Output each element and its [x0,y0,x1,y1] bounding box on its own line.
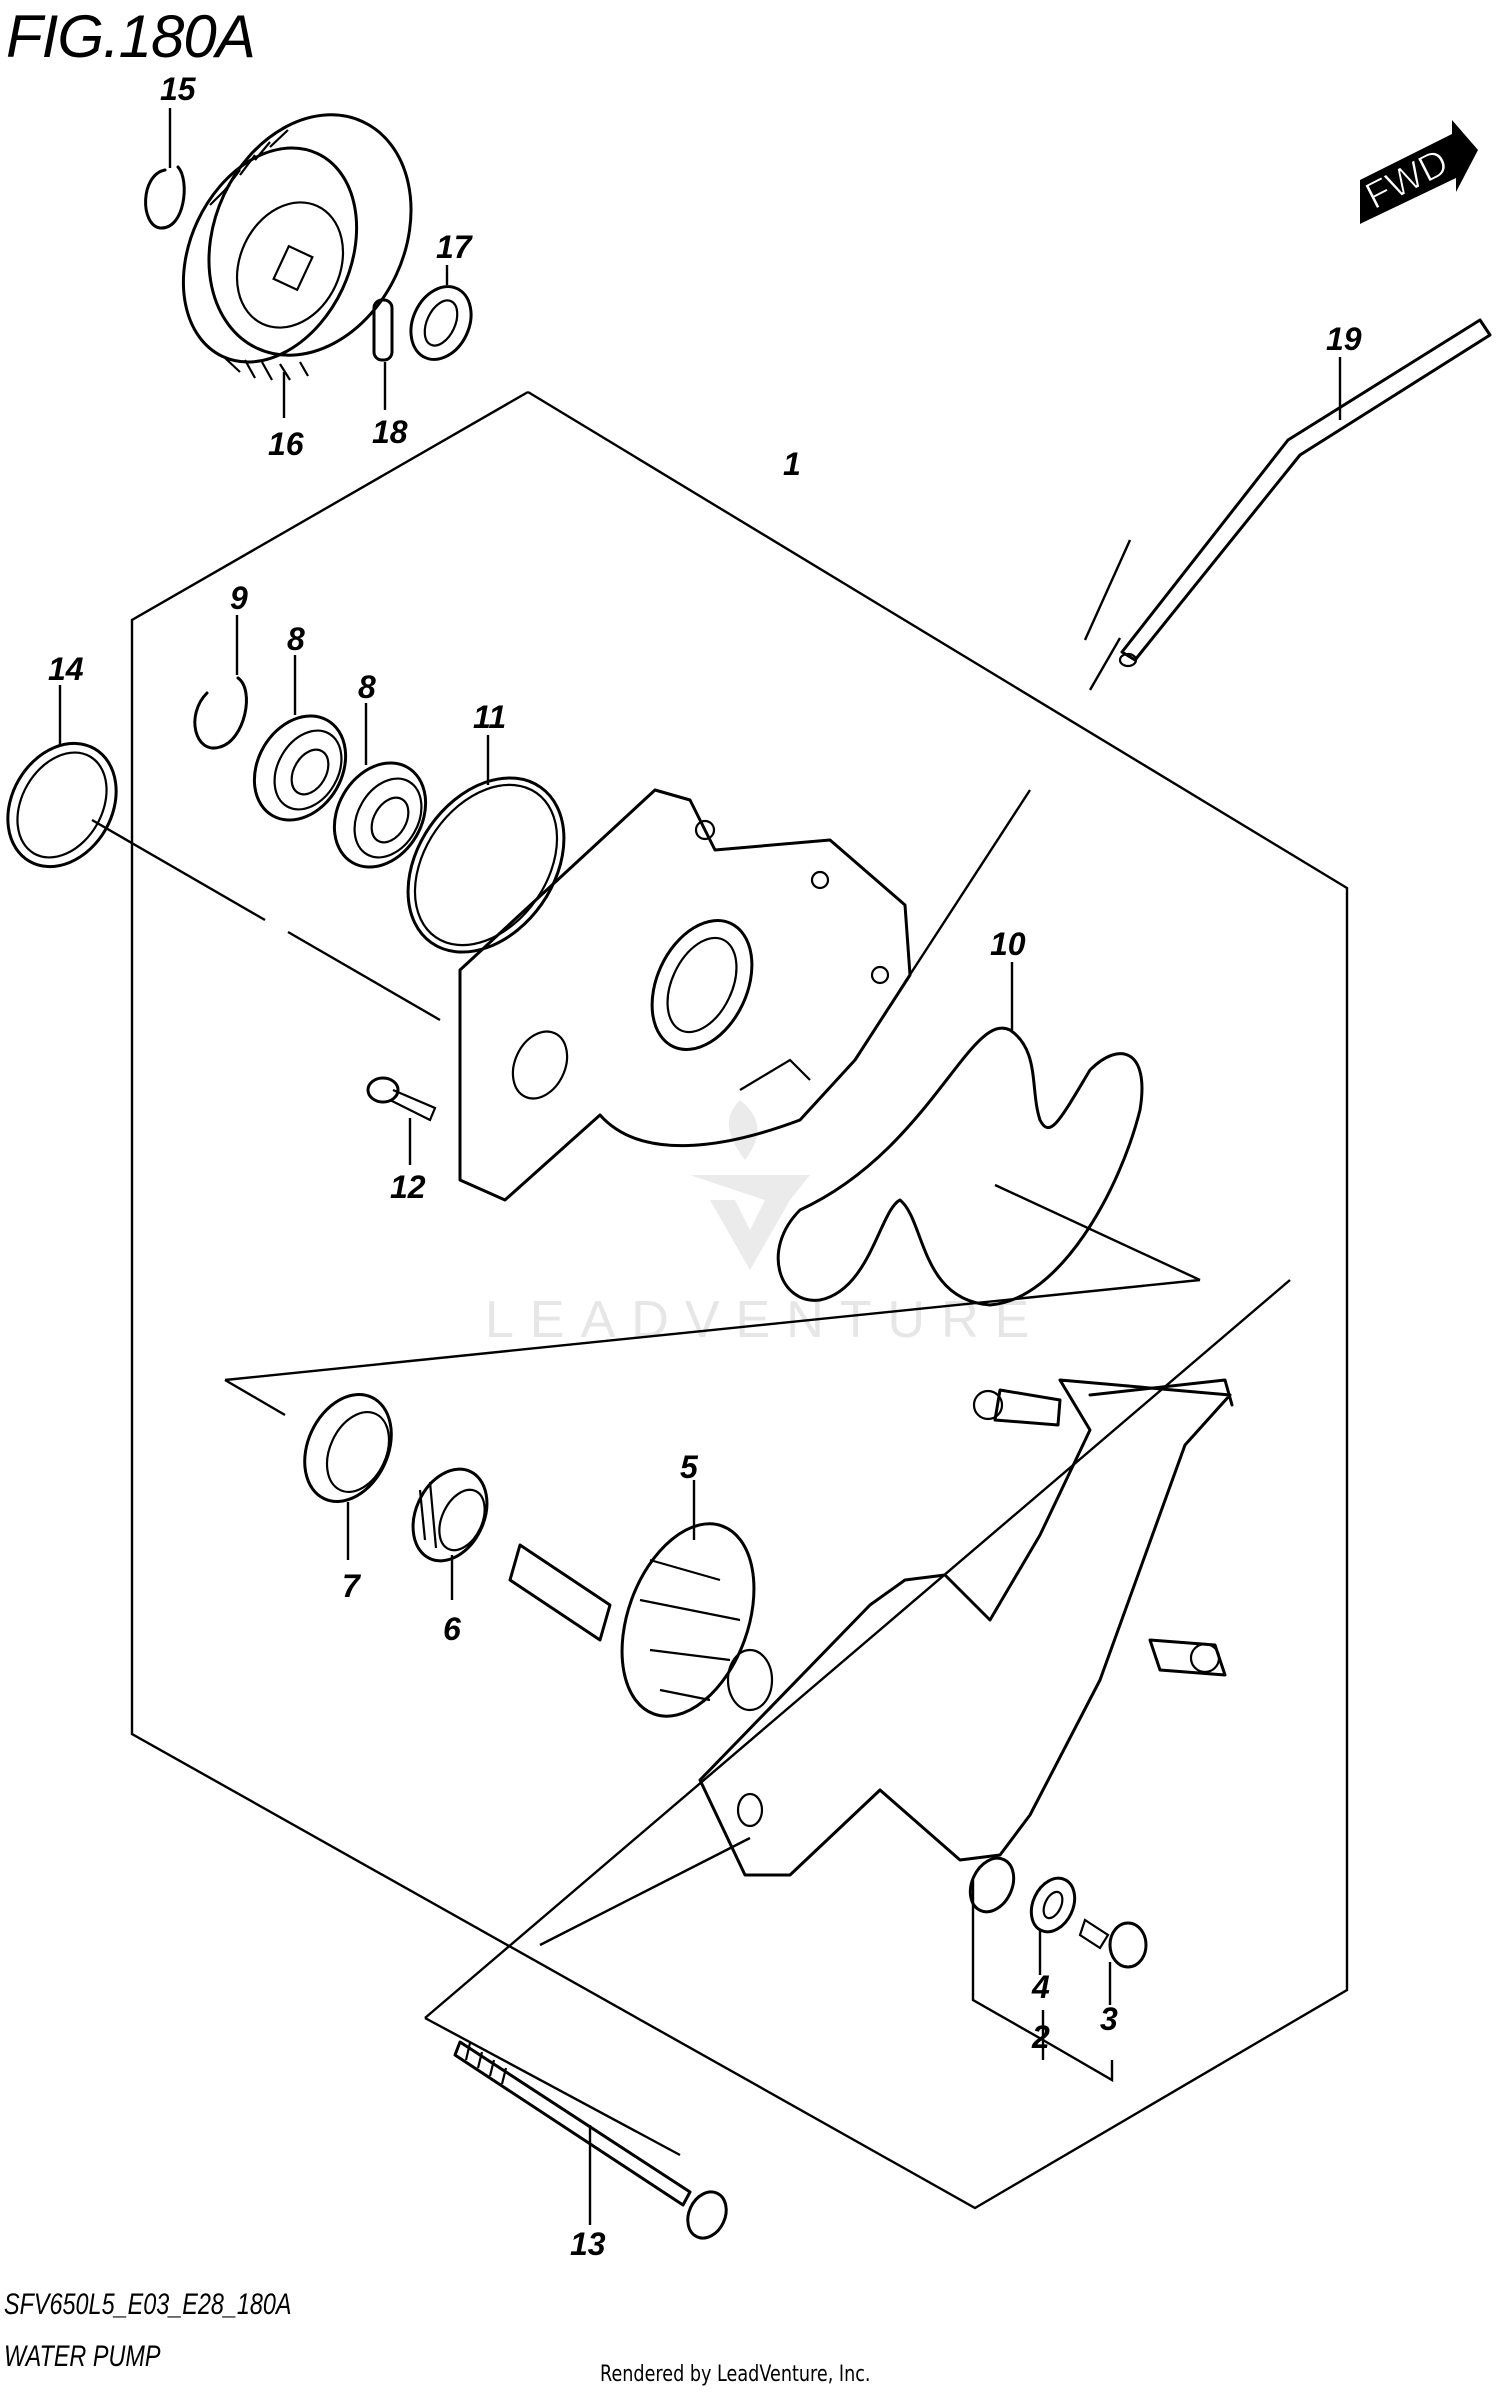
callout-9[interactable]: 9 [230,580,248,616]
assembly-bracket [130,390,1349,2210]
part-3-bolt[interactable] [1078,1918,1148,1969]
callout-labels: 1 2 3 4 5 6 7 8 8 9 10 11 12 13 14 15 16… [48,71,1362,2262]
callout-18[interactable]: 18 [372,414,408,450]
callout-11[interactable]: 11 [473,699,506,735]
part-5-impeller-shaft[interactable] [508,1506,779,1735]
figure-title: FIG.180A [6,3,256,70]
part-9-e-ring[interactable] [193,676,248,750]
callout-3[interactable]: 3 [1100,2001,1118,2037]
callout-7[interactable]: 7 [342,1568,362,1604]
water-pump-cover[interactable] [458,788,912,1202]
part-19-hose[interactable] [1118,318,1492,668]
callout-17[interactable]: 17 [436,229,474,265]
render-credit: Rendered by LeadVenture, Inc. [600,2362,871,2387]
callout-14[interactable]: 14 [48,651,84,687]
figure-code: SFV650L5_E03_E28_180A [4,2288,292,2321]
alignment-lines [91,539,1291,2157]
part-8-bearing-2[interactable] [316,746,444,883]
part-8-bearing-1[interactable] [236,699,364,836]
callout-1[interactable]: 1 [783,446,801,482]
part-14-o-ring[interactable] [0,724,138,887]
callout-10[interactable]: 10 [990,926,1026,962]
part-16-drive-gear[interactable] [150,82,449,391]
forward-arrow-icon: FWD [1359,120,1478,224]
callout-13[interactable]: 13 [570,2226,606,2262]
part-6-mechanical-seal[interactable] [399,1457,501,1573]
callout-5[interactable]: 5 [680,1449,699,1485]
callout-12[interactable]: 12 [390,1169,426,1205]
part-7-oil-seal[interactable] [288,1380,408,1515]
water-pump-housing[interactable] [698,1378,1234,1919]
callout-8a[interactable]: 8 [287,621,305,657]
part-15-circlip[interactable] [144,165,186,230]
callout-15[interactable]: 15 [160,71,197,107]
callout-6[interactable]: 6 [443,1611,461,1647]
part-13-long-bolt[interactable] [453,2040,733,2244]
part-10-gasket[interactable] [776,1026,1144,1307]
part-18-pin[interactable] [372,298,394,362]
watermark-text: LEADVENTURE [485,1291,1046,1349]
callout-16[interactable]: 16 [268,426,304,462]
figure-name: WATER PUMP [4,2340,161,2373]
watermark-logo-icon [690,1100,810,1270]
callout-4[interactable]: 4 [1031,1969,1050,2005]
callout-19[interactable]: 19 [1326,321,1362,357]
part-12-screw[interactable] [366,1076,437,1122]
part-4-washer[interactable] [1023,1871,1083,1939]
callout-8b[interactable]: 8 [358,669,376,705]
part-17-washer[interactable] [400,277,483,370]
callout-2[interactable]: 2 [1031,2019,1050,2055]
